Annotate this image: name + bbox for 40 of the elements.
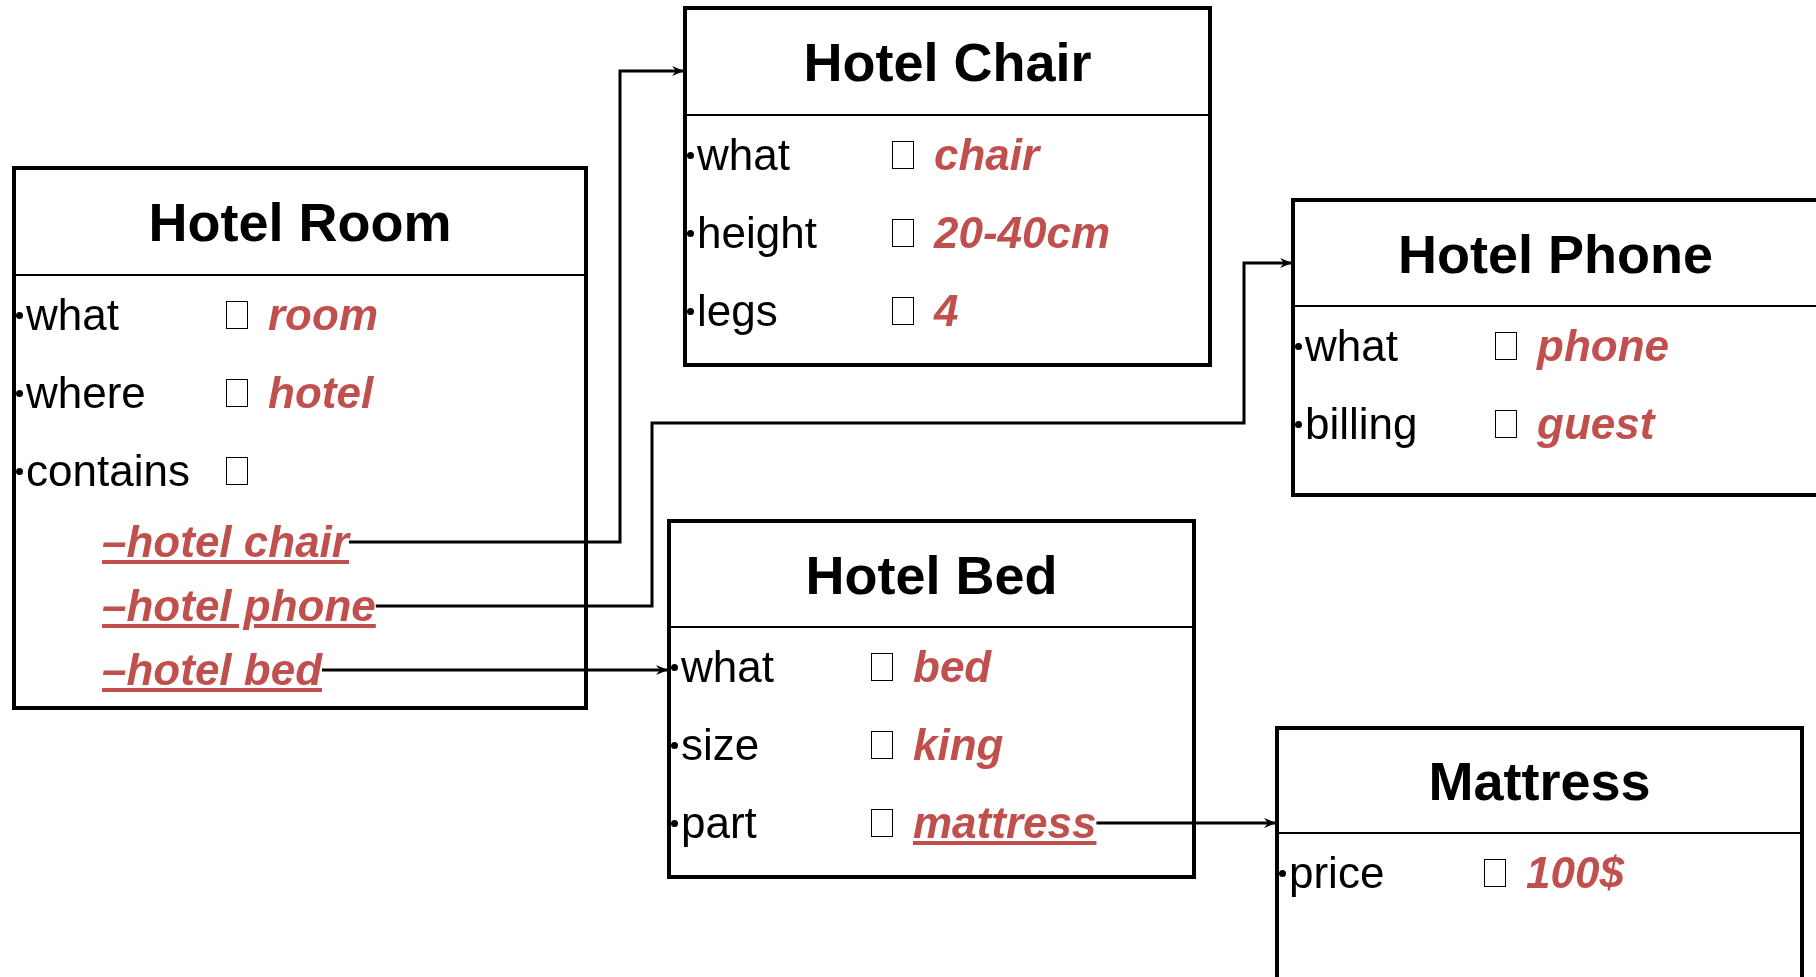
attribute-value: 20-40cm bbox=[934, 211, 1111, 255]
attribute-name: legs bbox=[697, 289, 778, 333]
box-title: Hotel Phone bbox=[1398, 226, 1713, 281]
class-box bbox=[1275, 726, 1804, 977]
attribute-name: what bbox=[26, 293, 119, 337]
attribute-name: price bbox=[1289, 851, 1385, 895]
attribute-value: guest bbox=[1537, 402, 1655, 446]
box-title: Mattress bbox=[1428, 754, 1651, 808]
arrow bbox=[375, 258, 1292, 608]
arrow bbox=[322, 665, 668, 675]
attribute-name: part bbox=[681, 801, 757, 845]
class-box bbox=[683, 6, 1212, 367]
attribute-value: chair bbox=[934, 133, 1040, 177]
attribute-name: billing bbox=[1305, 402, 1418, 446]
attribute-value: 100$ bbox=[1526, 851, 1624, 895]
class-box bbox=[12, 166, 588, 710]
attribute-name: height bbox=[697, 211, 817, 255]
attribute-value: phone bbox=[1537, 324, 1669, 368]
box-title: Hotel Room bbox=[148, 195, 452, 249]
attribute-value: room bbox=[268, 293, 378, 337]
attribute-value: bed bbox=[913, 645, 992, 689]
arrow bbox=[1096, 818, 1276, 828]
attribute-value: 4 bbox=[934, 289, 959, 333]
class-box bbox=[1291, 198, 1816, 497]
link-text: –hotel bed bbox=[102, 638, 323, 702]
link-text: mattress bbox=[913, 801, 1097, 845]
attribute-name: where bbox=[26, 371, 146, 415]
attribute-value: hotel bbox=[268, 371, 374, 415]
box-title: Hotel Chair bbox=[803, 35, 1092, 89]
attribute-name: size bbox=[681, 723, 760, 767]
link-text: –hotel chair bbox=[102, 510, 349, 574]
link-text: –hotel phone bbox=[102, 574, 376, 638]
arrow bbox=[348, 66, 684, 544]
box-title: Hotel Bed bbox=[805, 547, 1058, 602]
attribute-name: what bbox=[681, 645, 774, 689]
class-box bbox=[667, 519, 1196, 879]
attribute-name: contains bbox=[26, 449, 190, 493]
attribute-name: what bbox=[697, 133, 790, 177]
attribute-value: king bbox=[913, 723, 1004, 767]
attribute-name: what bbox=[1305, 324, 1398, 368]
